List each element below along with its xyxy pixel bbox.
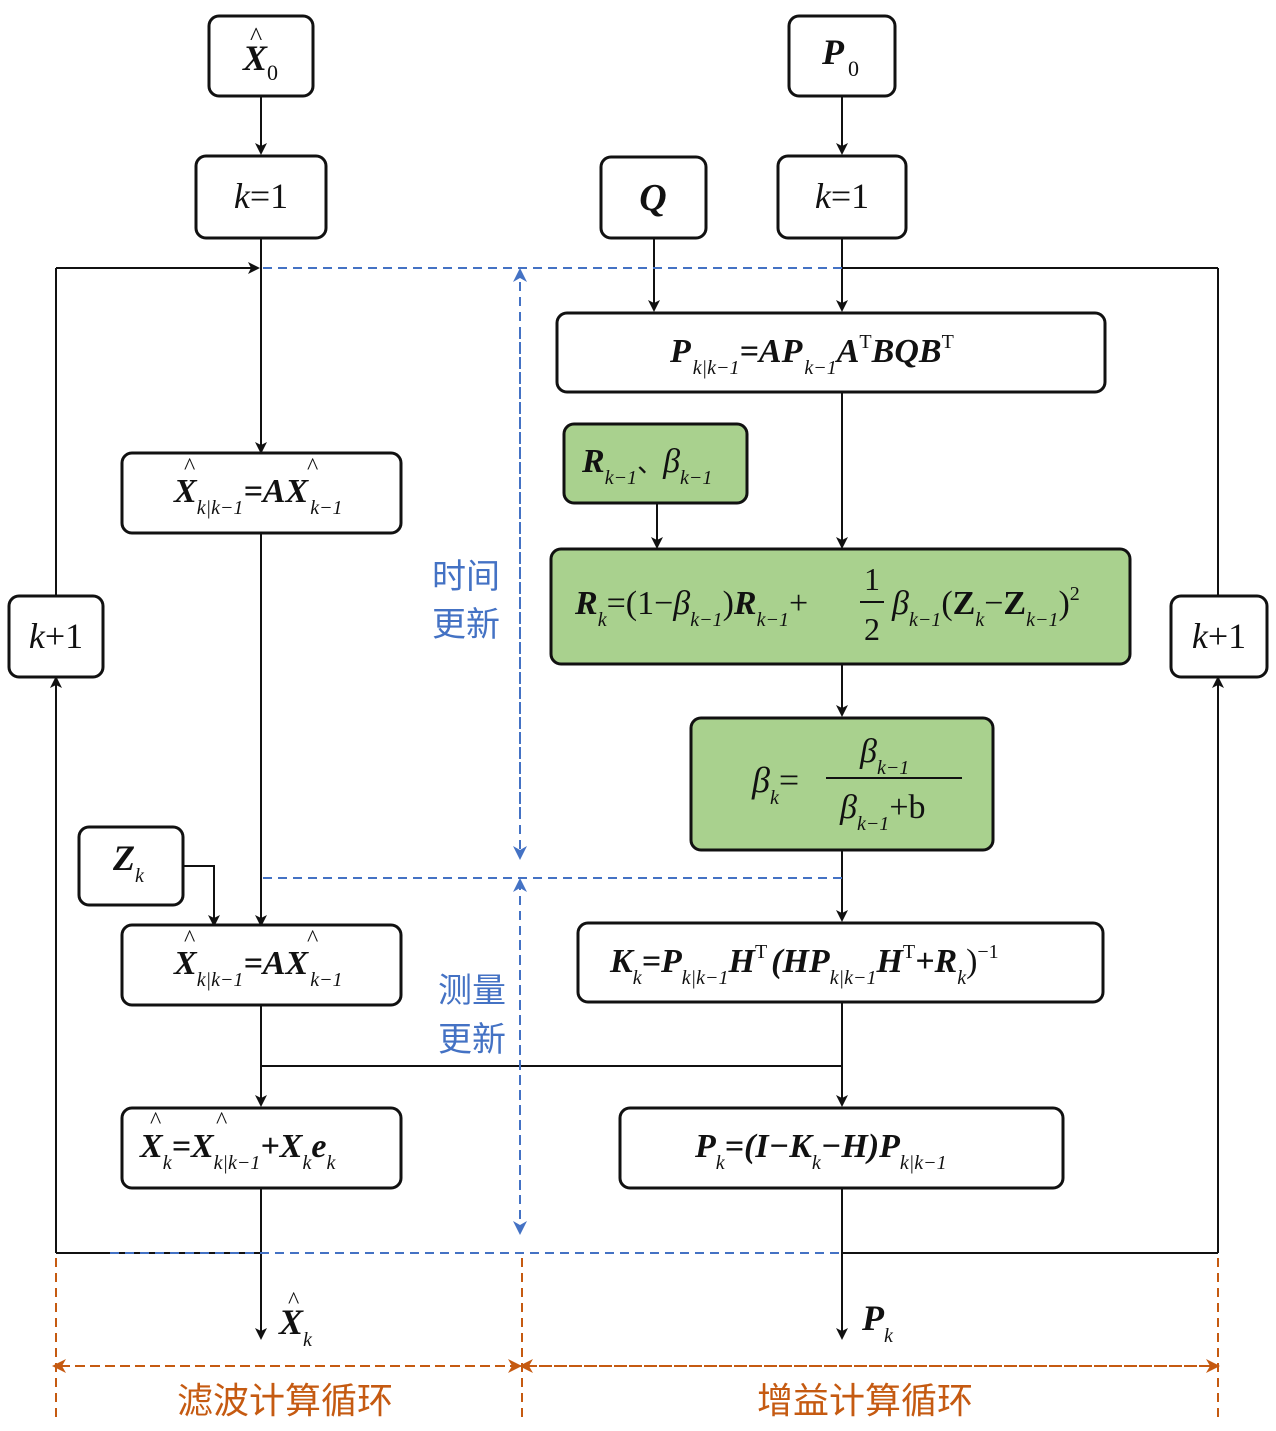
zk-label: Zk [112,838,145,887]
p-predict-box [555,311,1107,394]
r-update-frac-den: 2 [864,611,880,647]
k1-left-box [194,154,328,240]
r-update-equation: Rk=(1−βk−1)Rk−1+ [574,585,808,631]
hat-icon: ^ [307,926,318,952]
hat-icon: ^ [216,1108,227,1134]
x-update-box [120,1106,403,1190]
gain-box [576,921,1105,1004]
hat-icon: ^ [250,22,262,51]
gain-equation: Kk=Pk|k−1HT(HPk|k−1HT+Rk)−1 [609,941,999,989]
measure-update-label-2: 更新 [438,1020,506,1060]
r-update-box [549,547,1132,666]
x-update-equation: Xk=Xk|k−1+Xkek [139,1128,336,1174]
time-measure-dividers [110,267,842,1254]
q-box [599,155,708,240]
beta-update-numerator: βk−1 [859,733,909,779]
p-update-equation: Pk=(I−Kk−H)Pk|k−1 [694,1128,947,1174]
k-plus-1-right-box [1169,594,1269,679]
beta-update-box [689,716,995,852]
r-update-frac-num: 1 [864,561,880,597]
time-update-label-2: 更新 [432,605,500,645]
q-label: Q [639,177,666,219]
hat-icon: ^ [150,1108,161,1134]
hat-icon: ^ [184,926,195,952]
hat-icon: ^ [288,1288,299,1314]
p-output-label: Pk [861,1298,894,1347]
r-beta-prev-equation: Rk−1、βk−1 [581,443,712,489]
p-update-box [618,1106,1065,1190]
beta-update-denominator: βk−1+b [839,789,926,835]
hat-icon: ^ [184,454,195,480]
r-update-equation-tail: βk−1(Zk−Zk−1)2 [891,583,1080,631]
zk-box [77,825,185,907]
k-plus-1-right-label: k+1 [1192,616,1246,656]
loop-brackets [52,1258,1220,1420]
measure-update-label-1: 测量 [438,971,506,1011]
k1-right-box [776,154,908,240]
x0-box [207,14,315,98]
x-predict-box-top [120,451,403,535]
hat-icon: ^ [307,454,318,480]
k1-right-label: k=1 [815,176,869,216]
time-update-label-1: 时间 [432,557,500,597]
k-plus-1-left-box [7,594,105,679]
r-beta-prev-box [562,422,749,505]
k1-left-label: k=1 [234,176,288,216]
gain-loop-label: 增益计算循环 [757,1381,973,1422]
k-plus-1-left-label: k+1 [29,616,83,656]
beta-update-lhs: βk= [751,760,799,809]
x-output-label: Xk [278,1302,313,1351]
filter-loop-label: 滤波计算循环 [177,1381,393,1422]
x-predict-box-mid [120,923,403,1007]
p0-box [787,14,897,98]
x0-label: X0 [242,38,278,85]
connectors [50,96,1224,1340]
